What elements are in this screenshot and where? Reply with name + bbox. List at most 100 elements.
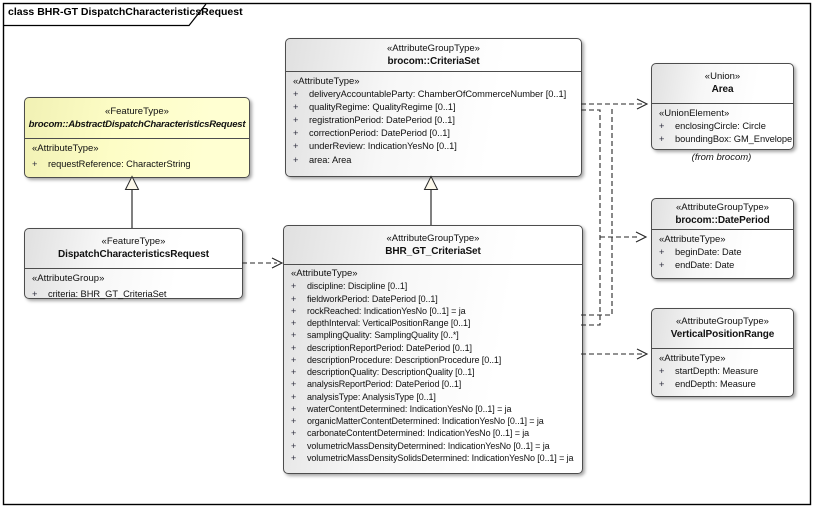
attribute-text: depthInterval: VerticalPositionRange [0.… [307,318,471,328]
class-box-brocom-dateperiod[interactable]: «AttributeGroupType» brocom::DatePeriod … [651,198,794,279]
attribute: +rockReached: IndicationYesNo [0..1] = j… [289,305,580,317]
attribute: + discipline: Discipline [0..1] [289,280,580,292]
stereotype-label: «AttributeGroupType» [676,316,769,327]
attribute-compartment: «AttributeType» + discipline: Discipline … [284,265,582,464]
class-box-abstract-dispatch-characteristics-request[interactable]: «FeatureType» brocom::AbstractDispatchCh… [24,97,250,178]
class-box-bhr-gt-criteriaset[interactable]: «AttributeGroupType» BHR_GT_CriteriaSet … [283,225,583,474]
stereotype-label: «AttributeGroupType» [386,232,480,244]
attribute-text: descriptionProcedure: DescriptionProcedu… [307,354,502,365]
visibility-plus: + [291,281,297,292]
attribute-text: analysisReportPeriod: DatePeriod [0..1] [307,379,462,390]
stereotype-label: «FeatureType» [101,236,166,247]
attribute: + endDepth: Measure [657,378,791,391]
attribute-text: organicMatterContentDetermined: Indicati… [307,416,544,426]
section-stereotype: «AttributeType» [293,76,360,87]
attribute-compartment: «AttributeGroup» + criteria: BHR_GT_Crite… [25,269,242,301]
attribute: +qualityRegime: QualityRegime [0..1] [291,101,579,114]
attribute-text: enclosingCircle: Circle [675,121,766,132]
visibility-plus: + [659,121,665,132]
attribute: +descriptionQuality: DescriptionQuality … [289,366,580,378]
attribute: +correctionPeriod: DatePeriod [0..1] [291,127,579,140]
stereotype-label: «AttributeGroupType» [387,42,480,54]
attribute-text: fieldworkPeriod: DatePeriod [0..1] [307,293,438,304]
visibility-plus: + [291,354,297,365]
visibility-plus: + [659,366,665,377]
stereotype-label: «Union» [704,71,741,82]
section-stereotype: «AttributeType» [291,268,358,279]
stereotype-label: «FeatureType» [105,105,169,117]
generalization-arrowhead [124,175,140,190]
attribute: + organicMatterContentDetermined: Indicat… [289,415,580,427]
attribute-text: carbonateContentDetermined: IndicationYe… [307,428,530,439]
attribute: +requestReference: CharacterString [30,157,247,172]
visibility-plus: + [293,154,299,165]
attribute-compartment: «AttributeType» +deliveryAccountablePart… [286,72,581,167]
section-stereotype: «AttributeType» [32,143,99,154]
from-package-note: (from brocom) [691,152,752,163]
attribute-text: requestReference: CharacterString [48,158,191,169]
visibility-plus: + [293,115,299,126]
attribute-text: discipline: Discipline [0..1] [307,281,408,292]
attribute-text: endDepth: Measure [675,379,756,390]
visibility-plus: + [293,89,299,100]
attribute-text: volumetricMassDensitySolidsDetermined: I… [307,452,574,463]
class-name: DispatchCharacteristicsRequest [58,249,209,260]
attribute-text: boundingBox: GM_Envelope [675,134,793,145]
class-name: Area [711,84,734,95]
visibility-plus: + [291,416,297,426]
class-box-brocom-criteriaset[interactable]: «AttributeGroupType» brocom::CriteriaSet… [285,38,582,177]
visibility-plus: + [291,391,297,402]
attribute-text: descriptionReportPeriod: DatePeriod [0..… [307,342,472,353]
attribute: +waterContentDetermined: IndicationYesNo… [289,403,580,415]
attribute-text: registrationPeriod: DatePeriod [0..1] [309,115,455,126]
class-name: brocom::CriteriaSet [387,55,480,67]
class-box-area[interactable]: «Union» Area «UnionElement» +enclosingCi… [651,63,794,150]
attribute: +analysisReportPeriod: DatePeriod [0..1] [289,378,580,390]
attribute: + boundingBox: GM_Envelope [657,133,793,146]
attribute: +beginDate: Date [657,246,791,259]
attribute-text: criteria: BHR_GT_CriteriaSet [48,288,167,299]
attribute-compartment: «UnionElement» +enclosingCircle: Circle … [652,104,793,146]
visibility-plus: + [659,134,665,145]
dependency-line[interactable] [581,109,601,326]
attribute-text: area: Area [309,154,352,165]
visibility-plus: + [291,440,297,451]
class-header: «FeatureType» DispatchCharacteristicsReq… [25,229,242,269]
class-header: «AttributeGroupType» brocom::DatePeriod [652,199,793,230]
attribute: + registrationPeriod: DatePeriod [0..1] [291,114,579,127]
visibility-plus: + [291,330,297,341]
visibility-plus: + [291,367,297,377]
attribute-compartment: «AttributeType» +startDepth: Measure +en… [652,349,793,391]
class-box-dispatch-characteristics-request[interactable]: «FeatureType» DispatchCharacteristicsReq… [24,228,243,299]
attribute: + depthInterval: VerticalPositionRange [0… [289,317,580,329]
section-stereotype: «AttributeType» [659,234,726,245]
attribute: +volumetricMassDensitySolidsDetermined: … [289,452,580,464]
attribute: + descriptionProcedure: DescriptionProced… [289,354,580,366]
attribute: +volumetricMassDensityDetermined: Indica… [289,440,580,452]
visibility-plus: + [293,128,299,139]
visibility-plus: + [659,379,665,390]
class-header: «FeatureType» brocom::AbstractDispatchCh… [25,98,249,139]
diagram-title: class BHR-GT DispatchCharacteristicsRequ… [8,6,243,18]
dependency-arrowhead [635,231,648,243]
attribute-text: underReview: IndicationYesNo [0..1] [309,141,457,152]
class-header: «AttributeGroupType» VerticalPositionRan… [652,309,793,349]
attribute: +endDate: Date [657,259,791,272]
dependency-line[interactable] [581,106,613,316]
attribute: + underReview: IndicationYesNo [0..1] [291,140,579,153]
attribute: + startDepth: Measure [657,365,791,378]
dependency-arrowhead [636,348,649,360]
attribute: +descriptionReportPeriod: DatePeriod [0.… [289,342,580,354]
stereotype-label: «AttributeGroupType» [676,201,769,213]
section-stereotype: «AttributeGroup» [32,273,105,284]
visibility-plus: + [291,293,297,304]
class-name: brocom::AbstractDispatchCharacteristicsR… [28,118,246,130]
visibility-plus: + [32,288,38,299]
class-box-vertical-position-range[interactable]: «AttributeGroupType» VerticalPositionRan… [651,308,794,397]
visibility-plus: + [293,141,299,152]
attribute: +samplingQuality: SamplingQuality [0..*] [289,329,580,341]
visibility-plus: + [659,247,665,258]
visibility-plus: + [291,318,297,328]
attribute-text: startDepth: Measure [675,366,759,377]
